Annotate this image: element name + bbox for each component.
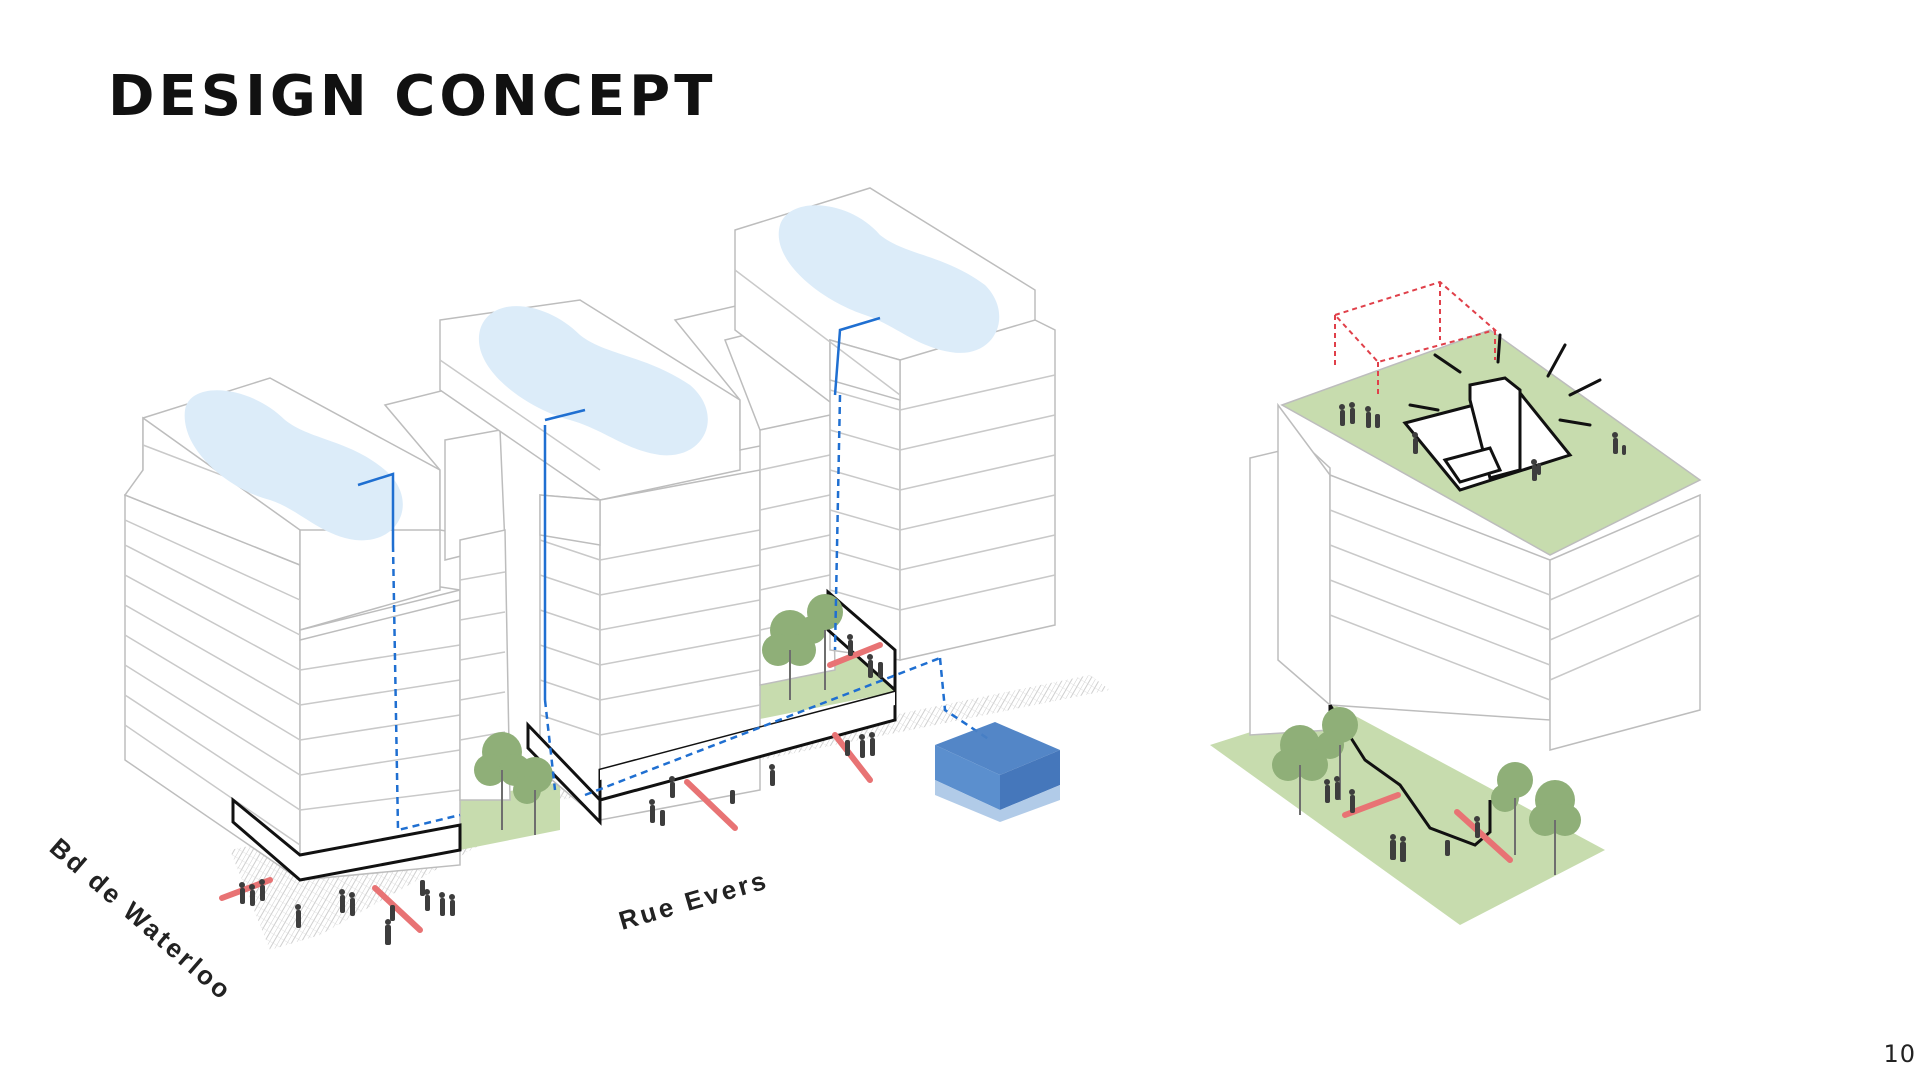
vertical-circulation-links (357, 316, 991, 832)
storage-block (935, 722, 1060, 822)
roof-water-middle (478, 306, 708, 456)
page-number: 10 (1883, 1040, 1916, 1068)
roof-water-right (778, 205, 1000, 353)
roof-water-left (184, 390, 403, 541)
people-silhouettes (1324, 402, 1626, 862)
street-label-street: Rue Evers (615, 864, 771, 935)
connector-block (383, 389, 511, 801)
podium-face (600, 692, 895, 780)
single-building-axonometric (1210, 280, 1702, 925)
circulation-arrows (219, 642, 883, 933)
building-complex-axonometric: Bd de Waterloo Rue Evers (44, 187, 1110, 1007)
sunburst-lines (1408, 333, 1602, 427)
street-label-boulevard: Bd de Waterloo (44, 832, 239, 1007)
roof-courtyard-void (1402, 376, 1573, 492)
rooftop-pavilion-outline (1333, 280, 1498, 395)
pavement-hatch (230, 675, 1110, 950)
people-silhouettes (239, 634, 883, 945)
trees (474, 594, 843, 835)
trees (1272, 707, 1581, 875)
slide-title: DESIGN CONCEPT (108, 64, 717, 129)
